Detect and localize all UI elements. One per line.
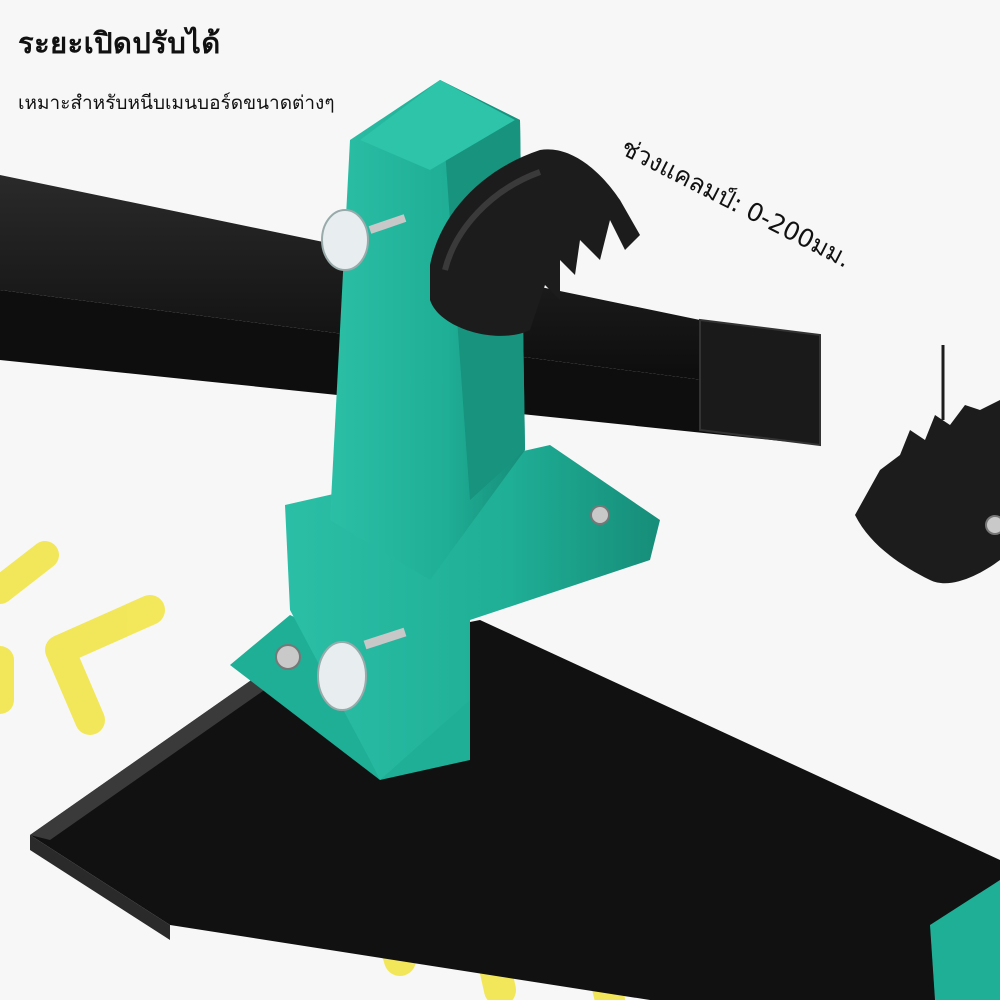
chevron-shape: [45, 595, 165, 735]
phillips-screw: [275, 644, 301, 670]
screw-knob: [321, 209, 369, 271]
rail-end-cap: [699, 318, 821, 447]
phillips-screw: [985, 515, 1000, 535]
rail-cross: [30, 620, 1000, 1000]
jaw-shape: [855, 400, 1000, 584]
thumb-screw-bottom: [275, 505, 610, 711]
clamp-post-top: [360, 80, 515, 170]
screw-knob: [317, 641, 367, 711]
page-subtitle: เหมาะสำหรับหนีบเมนบอร์ดขนาดต่างๆ: [18, 92, 335, 114]
thumb-screw-top: [321, 209, 407, 271]
clamp-body-partial: [930, 880, 1000, 1000]
screw-shaft: [368, 214, 407, 234]
phillips-screw: [590, 505, 610, 525]
rail-highlight: [30, 660, 300, 840]
clamp-jaw-right: [855, 345, 1000, 584]
page-title: ระยะเปิดปรับได้: [18, 26, 221, 60]
jaw-shape: [430, 149, 640, 336]
screw-shaft: [363, 627, 407, 650]
clamp-jaw: [430, 149, 640, 336]
rail-top-face: [30, 620, 1000, 1000]
rail-face: [30, 835, 170, 940]
chevron-shape: [0, 541, 59, 604]
jaw-highlight: [442, 169, 542, 271]
